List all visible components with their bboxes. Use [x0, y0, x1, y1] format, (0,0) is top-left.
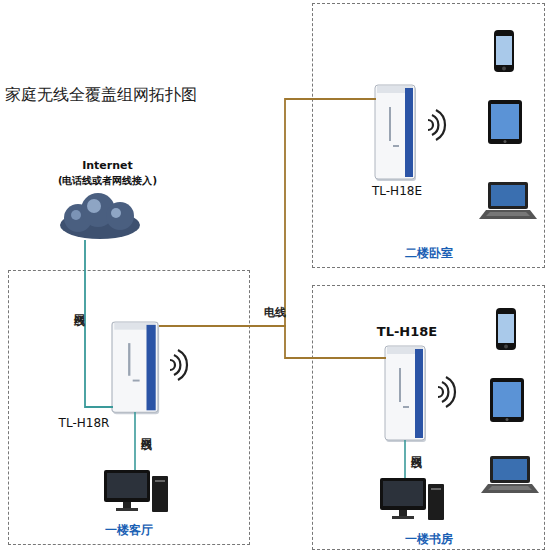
cable-connector	[159, 326, 386, 358]
computer-icon	[380, 478, 444, 520]
edge-label: 电线	[264, 307, 286, 320]
laptop-icon	[481, 456, 539, 493]
room-region: 一楼客厅 TL-H18R	[8, 270, 250, 545]
node-label: 二楼卧室	[313, 247, 544, 261]
tablet-icon	[488, 100, 522, 144]
node-label: TL-H18E	[372, 325, 442, 340]
node-label: Internet	[25, 160, 190, 173]
wifi-symbol	[438, 377, 455, 407]
node-label: TL-H18R	[51, 417, 117, 431]
cable-wire	[134, 412, 136, 470]
internet-cloud-box: Internet (电话线或者网线接入)	[25, 160, 190, 240]
phone-icon	[496, 308, 516, 350]
wifi-symbol	[428, 110, 445, 140]
room-region: 一楼书房 TL-H18E	[312, 285, 545, 550]
room-region: 二楼卧室 TL-H18E	[312, 3, 545, 268]
router-box: TL-H18E	[376, 86, 416, 180]
router-box: TL-H18R	[113, 323, 159, 413]
laptop-icon	[479, 182, 537, 219]
diagram-title: 家庭无线全覆盖组网拓扑图	[5, 86, 197, 104]
router-device	[385, 346, 426, 442]
tablet-icon	[490, 378, 524, 422]
cable-connector	[85, 240, 113, 407]
node-label: 一楼客厅	[9, 524, 249, 538]
internet-cloud	[60, 193, 140, 239]
cable-wire	[404, 440, 406, 478]
cable-connector	[159, 99, 376, 326]
router-device	[112, 322, 159, 414]
computer-icon	[104, 470, 168, 512]
router-box: TL-H18E	[386, 347, 426, 441]
phone-icon	[494, 30, 514, 72]
router-device	[375, 85, 416, 181]
wifi-symbol	[170, 350, 187, 380]
node-sublabel: (电话线或者网线接入)	[25, 175, 190, 187]
node-label: TL-H18E	[366, 185, 428, 199]
node-label: 一楼书房	[313, 533, 544, 547]
